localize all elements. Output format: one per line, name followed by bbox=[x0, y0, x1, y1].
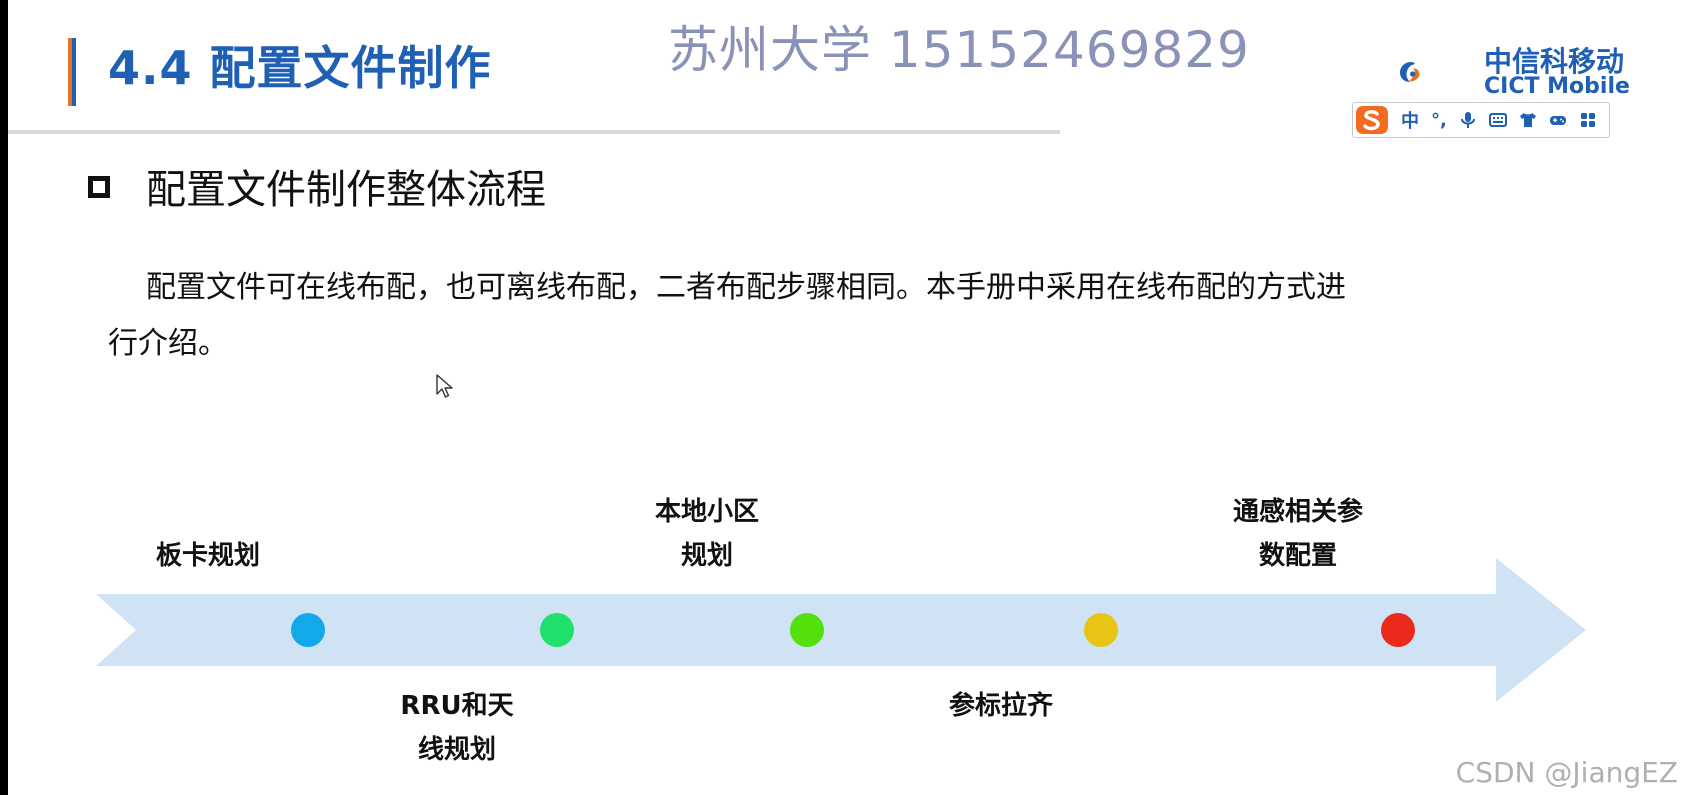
step-4-line1: 参标拉齐 bbox=[948, 691, 1053, 721]
step-2-line1: RRU和天 bbox=[400, 691, 514, 721]
mouse-pointer-icon bbox=[436, 374, 453, 398]
timeline-dot-1 bbox=[291, 613, 325, 647]
game-controller-icon[interactable] bbox=[1549, 111, 1567, 129]
timeline-dot-3 bbox=[790, 613, 824, 647]
ime-chinese-mode[interactable]: 中 bbox=[1401, 111, 1419, 132]
csdn-watermark: CSDN @JiangEZ bbox=[1455, 756, 1678, 789]
timeline-step-2-label: RRU和天 线规划 bbox=[377, 684, 537, 772]
timeline-step-4-label: 参标拉齐 bbox=[921, 684, 1081, 728]
grid-icon[interactable] bbox=[1579, 111, 1597, 129]
hollow-square-bullet-icon bbox=[88, 176, 110, 198]
timeline-step-3-label: 本地小区 规划 bbox=[627, 490, 787, 578]
ime-toolbar[interactable]: 中 °, bbox=[1352, 102, 1610, 138]
timeline-dot-5 bbox=[1381, 613, 1415, 647]
title-accent-bar bbox=[68, 38, 76, 106]
timeline-arrow-shape bbox=[96, 558, 1586, 702]
step-2-line2: 线规划 bbox=[417, 735, 496, 765]
slide: 4.4 配置文件制作 苏州大学 15152469829 中信科移动 CICT M… bbox=[8, 0, 1684, 795]
top-watermark-text: 苏州大学 15152469829 bbox=[668, 21, 1250, 79]
timeline-step-5-label: 通感相关参 数配置 bbox=[1218, 490, 1378, 578]
shirt-icon[interactable] bbox=[1519, 111, 1537, 129]
logo-english-text: CICT Mobile bbox=[1484, 74, 1630, 99]
paragraph-line-1: 配置文件可在线布配，也可离线布配，二者布配步骤相同。本手册中采用在线布配的方式进 bbox=[146, 270, 1346, 305]
ime-punctuation-mode[interactable]: °, bbox=[1431, 109, 1447, 131]
step-3-line2: 规划 bbox=[680, 541, 733, 571]
timeline-dot-2 bbox=[540, 613, 574, 647]
step-1-line1: 板卡规划 bbox=[155, 541, 260, 571]
slide-subtitle: 配置文件制作整体流程 bbox=[146, 167, 546, 213]
step-3-line1: 本地小区 bbox=[654, 497, 759, 527]
microphone-icon[interactable] bbox=[1459, 111, 1477, 129]
paragraph-line-2: 行介绍。 bbox=[108, 326, 228, 361]
step-5-line2: 数配置 bbox=[1258, 541, 1337, 571]
step-5-line1: 通感相关参 bbox=[1232, 497, 1363, 527]
process-timeline-arrow bbox=[96, 558, 1586, 702]
cict-logo-icon bbox=[1400, 62, 1420, 82]
timeline-step-1-label: 板卡规划 bbox=[128, 534, 288, 578]
timeline-dot-4 bbox=[1084, 613, 1118, 647]
intro-paragraph: 配置文件可在线布配，也可离线布配，二者布配步骤相同。本手册中采用在线布配的方式进… bbox=[108, 260, 1448, 372]
header-divider bbox=[8, 130, 1060, 134]
keyboard-icon[interactable] bbox=[1488, 111, 1507, 129]
sogou-logo-icon[interactable] bbox=[1355, 105, 1389, 135]
section-title: 4.4 配置文件制作 bbox=[108, 41, 492, 95]
logo-chinese-text: 中信科移动 bbox=[1484, 45, 1625, 78]
